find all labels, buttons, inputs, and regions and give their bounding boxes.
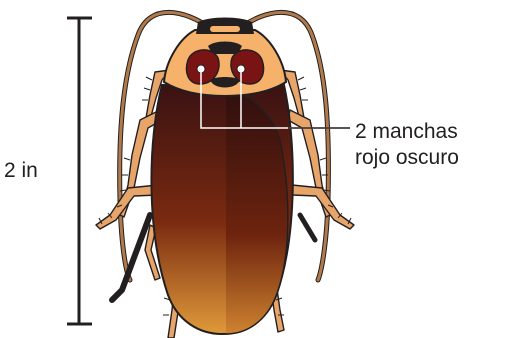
size-label: 2 in <box>4 158 38 184</box>
spots-callout-label: 2 manchas rojo oscuro <box>355 119 459 171</box>
callout-line-1: 2 manchas <box>355 119 459 145</box>
cockroach-body <box>151 85 292 334</box>
callout-line-2: rojo oscuro <box>355 145 459 171</box>
size-scale-bar <box>67 18 92 324</box>
